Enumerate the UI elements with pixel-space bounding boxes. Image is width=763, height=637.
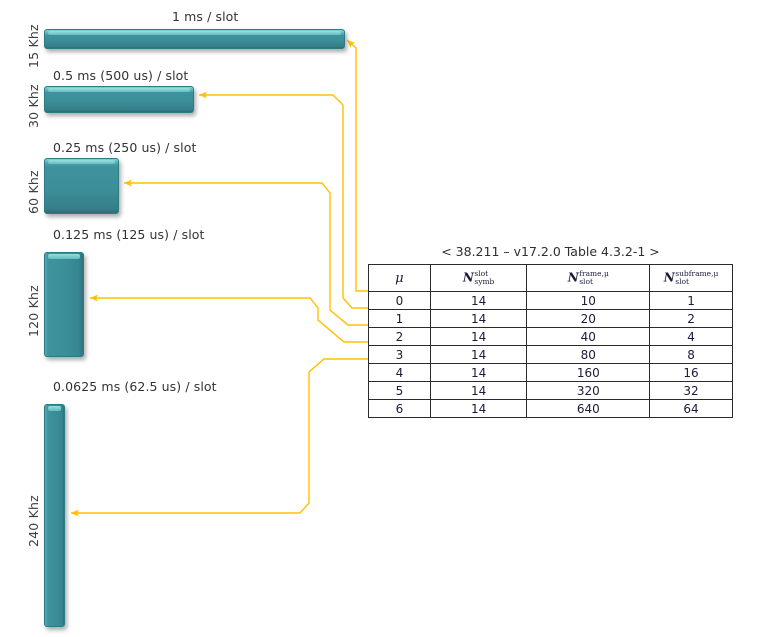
bar-30khz: [44, 86, 194, 113]
cell-n-slot-frame: 160: [526, 363, 651, 382]
cell-n-symb-slot: 14: [429, 345, 528, 364]
header-n-base: N: [462, 270, 474, 285]
cell-n-symb-slot: 14: [429, 381, 528, 400]
header-sub: symb: [474, 277, 495, 286]
header-n-symb-slot: N slot symb: [429, 264, 528, 292]
cell-mu: 6: [368, 399, 431, 418]
header-mu-symbol: μ: [395, 270, 404, 286]
header-n-slot-subframe: N subframe,μ slot: [649, 264, 733, 292]
slot-caption-120khz: 0.125 ms (125 us) / slot: [53, 227, 205, 242]
cell-n-slot-subframe: 1: [649, 291, 733, 310]
header-n-base: N: [567, 270, 579, 285]
cell-mu: 0: [368, 291, 431, 310]
numerology-table: μ N slot symb N frame,μ slot N sub: [368, 264, 733, 418]
axis-label-60khz: 60 Khz: [26, 170, 41, 214]
arrow-mu3: [90, 294, 368, 343]
header-sup: slot: [474, 269, 489, 279]
bar-highlight: [48, 31, 341, 35]
cell-mu: 5: [368, 381, 431, 400]
bar-highlight: [48, 88, 190, 92]
header-sub: slot: [675, 277, 690, 286]
bar-highlight: [48, 160, 115, 164]
arrow-mu2: [124, 179, 368, 326]
bar-60khz: [44, 158, 119, 214]
cell-n-slot-frame: 640: [526, 399, 651, 418]
axis-label-15khz: 15 Khz: [26, 24, 41, 68]
cell-n-symb-slot: 14: [429, 291, 528, 310]
cell-n-symb-slot: 14: [429, 363, 528, 382]
cell-n-slot-subframe: 2: [649, 309, 733, 328]
table-header-row: μ N slot symb N frame,μ slot N sub: [368, 264, 733, 292]
slot-caption-15khz: 1 ms / slot: [172, 9, 239, 24]
table-title: < 38.211 – v17.2.0 Table 4.3.2-1 >: [441, 244, 660, 259]
cell-n-slot-frame: 10: [526, 291, 651, 310]
bar-highlight: [48, 254, 80, 259]
header-sup: subframe,μ: [675, 269, 719, 279]
axis-label-240khz: 240 Khz: [26, 495, 41, 547]
header-sub: slot: [579, 277, 593, 286]
header-n-base: N: [663, 270, 675, 285]
cell-mu: 1: [368, 309, 431, 328]
cell-n-slot-frame: 40: [526, 327, 651, 346]
header-mu: μ: [368, 264, 431, 292]
cell-n-slot-subframe: 32: [649, 381, 733, 400]
axis-label-30khz: 30 Khz: [26, 84, 41, 128]
cell-n-slot-subframe: 8: [649, 345, 733, 364]
cell-mu: 4: [368, 363, 431, 382]
slot-caption-30khz: 0.5 ms (500 us) / slot: [53, 68, 189, 83]
slot-caption-240khz: 0.0625 ms (62.5 us) / slot: [53, 379, 217, 394]
cell-n-symb-slot: 14: [429, 327, 528, 346]
cell-n-slot-subframe: 4: [649, 327, 733, 346]
header-n-slot-frame: N frame,μ slot: [526, 264, 651, 292]
header-sup: frame,μ: [579, 269, 609, 279]
arrow-mu0: [346, 39, 368, 292]
cell-n-slot-frame: 80: [526, 345, 651, 364]
cell-n-symb-slot: 14: [429, 399, 528, 418]
axis-label-120khz: 120 Khz: [26, 285, 41, 337]
cell-mu: 3: [368, 345, 431, 364]
cell-n-slot-frame: 320: [526, 381, 651, 400]
bar-240khz: [44, 404, 65, 627]
bar-120khz: [44, 252, 84, 357]
bar-highlight: [48, 406, 61, 411]
cell-n-slot-frame: 20: [526, 309, 651, 328]
slot-caption-60khz: 0.25 ms (250 us) / slot: [53, 140, 197, 155]
cell-mu: 2: [368, 327, 431, 346]
bar-15khz: [44, 29, 345, 49]
arrow-mu1: [199, 91, 368, 309]
cell-n-slot-subframe: 16: [649, 363, 733, 382]
cell-n-slot-subframe: 64: [649, 399, 733, 418]
cell-n-symb-slot: 14: [429, 309, 528, 328]
